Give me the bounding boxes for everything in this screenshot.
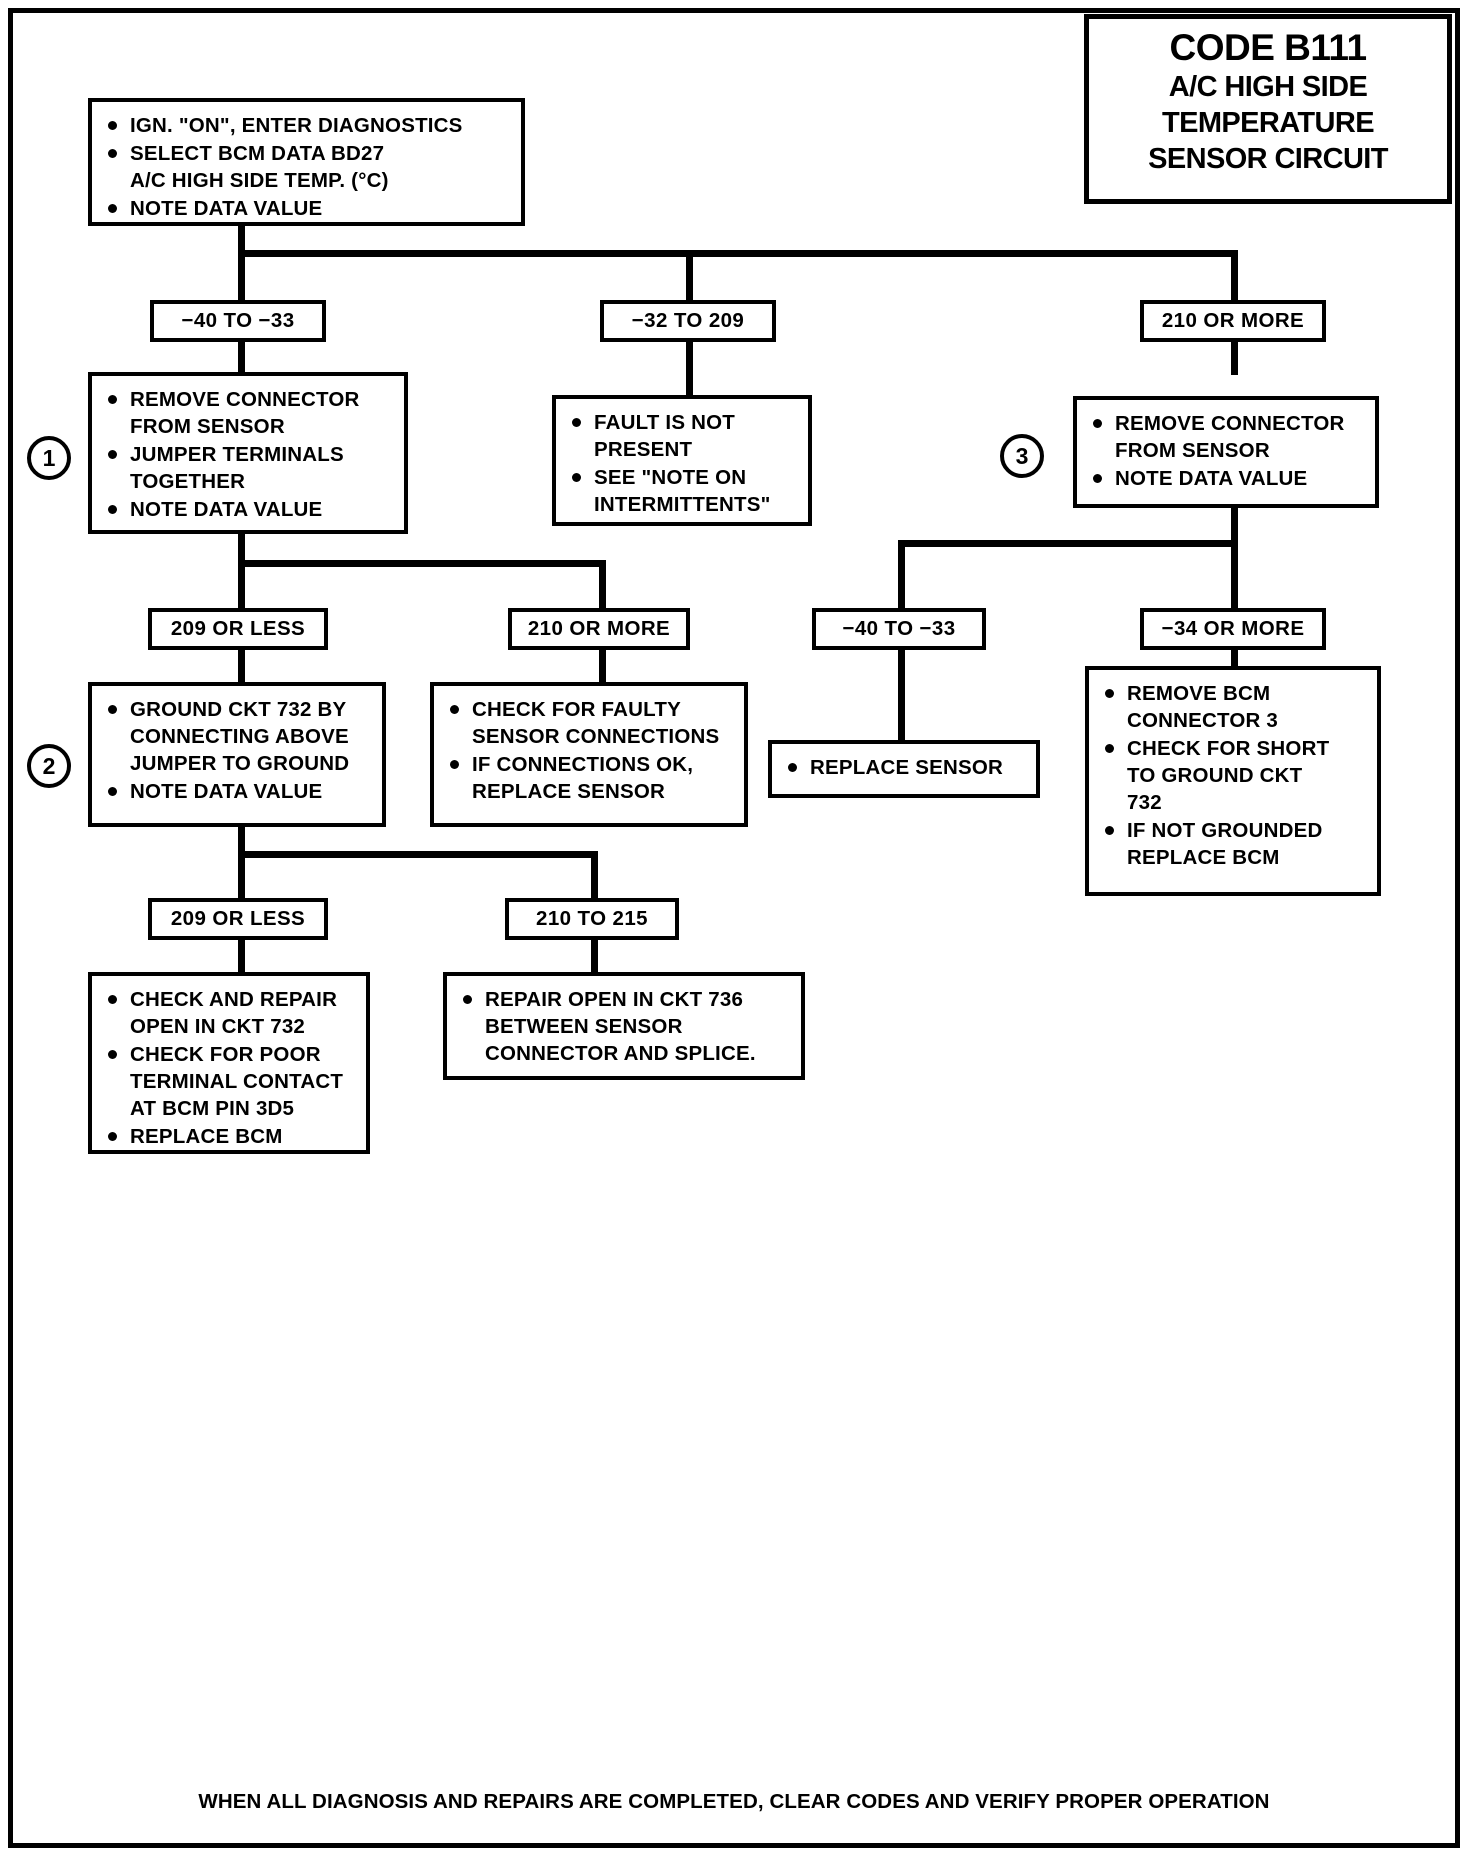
- connector-level2-right-low-down: [898, 540, 905, 610]
- box-replace-sensor-item-0: REPLACE SENSOR: [784, 754, 1026, 781]
- connector-level2-left-down: [238, 560, 245, 610]
- box-check-repair-open-732-item-1: CHECK FOR POOR TERMINAL CONTACT AT BCM P…: [104, 1041, 356, 1122]
- box-start-item-0: IGN. "ON", ENTER DIAGNOSTICS: [104, 112, 511, 139]
- label-range-4-high: 210 TO 215: [505, 898, 679, 940]
- label-range-4-low-text: 209 OR LESS: [170, 907, 306, 930]
- box-remove-bcm-connector3-item-1: CHECK FOR SHORT TO GROUND CKT 732: [1101, 735, 1367, 816]
- step-marker-3: 3: [1000, 434, 1044, 478]
- label-range-1-high-text: 210 OR MORE: [1161, 309, 1305, 332]
- title-line-1: A/C HIGH SIDE: [1168, 71, 1368, 103]
- label-range-3-high-text: −34 OR MORE: [1161, 617, 1305, 640]
- step-marker-1: 1: [27, 436, 71, 480]
- page-border: [8, 8, 1460, 1848]
- box-ground-ckt-732-item-1: NOTE DATA VALUE: [104, 778, 372, 805]
- box-fault-not-present: FAULT IS NOT PRESENT SEE "NOTE ON INTERM…: [552, 395, 812, 526]
- box-start: IGN. "ON", ENTER DIAGNOSTICS SELECT BCM …: [88, 98, 525, 226]
- box-start-item-2: NOTE DATA VALUE: [104, 195, 511, 222]
- connector-level4-bus: [238, 851, 598, 858]
- box-ground-ckt-732-item-0: GROUND CKT 732 BY CONNECTING ABOVE JUMPE…: [104, 696, 372, 777]
- connector-label3-high-down: [1231, 650, 1238, 668]
- label-range-4-high-text: 210 TO 215: [536, 907, 648, 930]
- connector-branch1-down: [238, 250, 245, 302]
- connector-label1-high-down: [1231, 342, 1238, 375]
- connector-level4-left-down: [238, 851, 245, 901]
- box-check-repair-open-732-item-0: CHECK AND REPAIR OPEN IN CKT 732: [104, 986, 356, 1040]
- connector-label1-low-down: [238, 342, 245, 375]
- box-remove-bcm-connector3-item-2: IF NOT GROUNDED REPLACE BCM: [1101, 817, 1367, 871]
- label-range-1-mid: −32 TO 209: [600, 300, 776, 342]
- box-check-faulty-connections-item-0: CHECK FOR FAULTY SENSOR CONNECTIONS: [446, 696, 734, 750]
- connector-start-down: [238, 226, 245, 254]
- label-range-3-high: −34 OR MORE: [1140, 608, 1326, 650]
- box-check-repair-open-732-item-2: REPLACE BCM: [104, 1123, 356, 1150]
- step-marker-1-text: 1: [42, 444, 56, 471]
- label-range-3-low: −40 TO −33: [812, 608, 986, 650]
- step-marker-2: 2: [27, 744, 71, 788]
- connector-label2-low-down: [238, 650, 245, 683]
- connector-ground-box-down: [238, 827, 245, 855]
- box-check-repair-open-732: CHECK AND REPAIR OPEN IN CKT 732 CHECK F…: [88, 972, 370, 1154]
- label-range-4-low: 209 OR LESS: [148, 898, 328, 940]
- box-remove-connector-jumper-item-1: JUMPER TERMINALS TOGETHER: [104, 441, 394, 495]
- connector-label1-mid-down: [686, 342, 693, 397]
- box-remove-connector-jumper-item-2: NOTE DATA VALUE: [104, 496, 394, 523]
- label-range-2-low-text: 209 OR LESS: [170, 617, 306, 640]
- box-remove-connector-jumper: REMOVE CONNECTOR FROM SENSOR JUMPER TERM…: [88, 372, 408, 534]
- connector-branch2-down: [686, 250, 693, 302]
- connector-level2-bus-right: [898, 540, 1238, 547]
- box-remove-bcm-connector3: REMOVE BCM CONNECTOR 3 CHECK FOR SHORT T…: [1085, 666, 1381, 896]
- connector-level2-bus-left: [238, 560, 606, 567]
- box-check-faulty-connections: CHECK FOR FAULTY SENSOR CONNECTIONS IF C…: [430, 682, 748, 827]
- box-repair-open-736-item-0: REPAIR OPEN IN CKT 736 BETWEEN SENSOR CO…: [459, 986, 791, 1067]
- box-fault-not-present-item-1: SEE "NOTE ON INTERMITTENTS": [568, 464, 798, 518]
- box-replace-sensor: REPLACE SENSOR: [768, 740, 1040, 798]
- box-remove-connector-jumper-item-0: REMOVE CONNECTOR FROM SENSOR: [104, 386, 394, 440]
- connector-box3-down: [1231, 508, 1238, 546]
- title-code: CODE B111: [1169, 27, 1367, 68]
- connector-label4-low-down: [238, 940, 245, 973]
- connector-label2-high-down: [599, 650, 606, 683]
- connector-branch3-down: [1231, 250, 1238, 302]
- connector-level2-right-down: [599, 560, 606, 610]
- connector-level4-right-down: [591, 851, 598, 901]
- title-line-3: SENSOR CIRCUIT: [1148, 143, 1388, 175]
- label-range-1-low: −40 TO −33: [150, 300, 326, 342]
- footer-note: WHEN ALL DIAGNOSIS AND REPAIRS ARE COMPL…: [198, 1790, 1270, 1813]
- step-marker-3-text: 3: [1015, 442, 1029, 469]
- label-range-1-high: 210 OR MORE: [1140, 300, 1326, 342]
- label-range-1-low-text: −40 TO −33: [181, 309, 295, 332]
- title-block: CODE B111 A/C HIGH SIDE TEMPERATURE SENS…: [1084, 14, 1452, 204]
- box-remove-connector-note-item-0: REMOVE CONNECTOR FROM SENSOR: [1089, 410, 1365, 464]
- label-range-2-low: 209 OR LESS: [148, 608, 328, 650]
- connector-level1-bus: [238, 250, 1238, 257]
- box-remove-connector-note: REMOVE CONNECTOR FROM SENSOR NOTE DATA V…: [1073, 396, 1379, 508]
- title-line-2: TEMPERATURE: [1162, 107, 1375, 139]
- connector-level2-right-high-down: [1231, 540, 1238, 610]
- box-ground-ckt-732: GROUND CKT 732 BY CONNECTING ABOVE JUMPE…: [88, 682, 386, 827]
- label-range-1-mid-text: −32 TO 209: [631, 309, 745, 332]
- label-range-3-low-text: −40 TO −33: [842, 617, 956, 640]
- box-fault-not-present-item-0: FAULT IS NOT PRESENT: [568, 409, 798, 463]
- box-remove-connector-note-item-1: NOTE DATA VALUE: [1089, 465, 1365, 492]
- label-range-2-high-text: 210 OR MORE: [527, 617, 671, 640]
- label-range-2-high: 210 OR MORE: [508, 608, 690, 650]
- box-check-faulty-connections-item-1: IF CONNECTIONS OK, REPLACE SENSOR: [446, 751, 734, 805]
- box-remove-bcm-connector3-item-0: REMOVE BCM CONNECTOR 3: [1101, 680, 1367, 734]
- box-start-item-1: SELECT BCM DATA BD27 A/C HIGH SIDE TEMP.…: [104, 140, 511, 194]
- step-marker-2-text: 2: [42, 752, 56, 779]
- box-repair-open-736: REPAIR OPEN IN CKT 736 BETWEEN SENSOR CO…: [443, 972, 805, 1080]
- connector-label3-low-down: [898, 650, 905, 740]
- connector-label4-high-down: [591, 940, 598, 973]
- connector-box1-down: [238, 534, 245, 564]
